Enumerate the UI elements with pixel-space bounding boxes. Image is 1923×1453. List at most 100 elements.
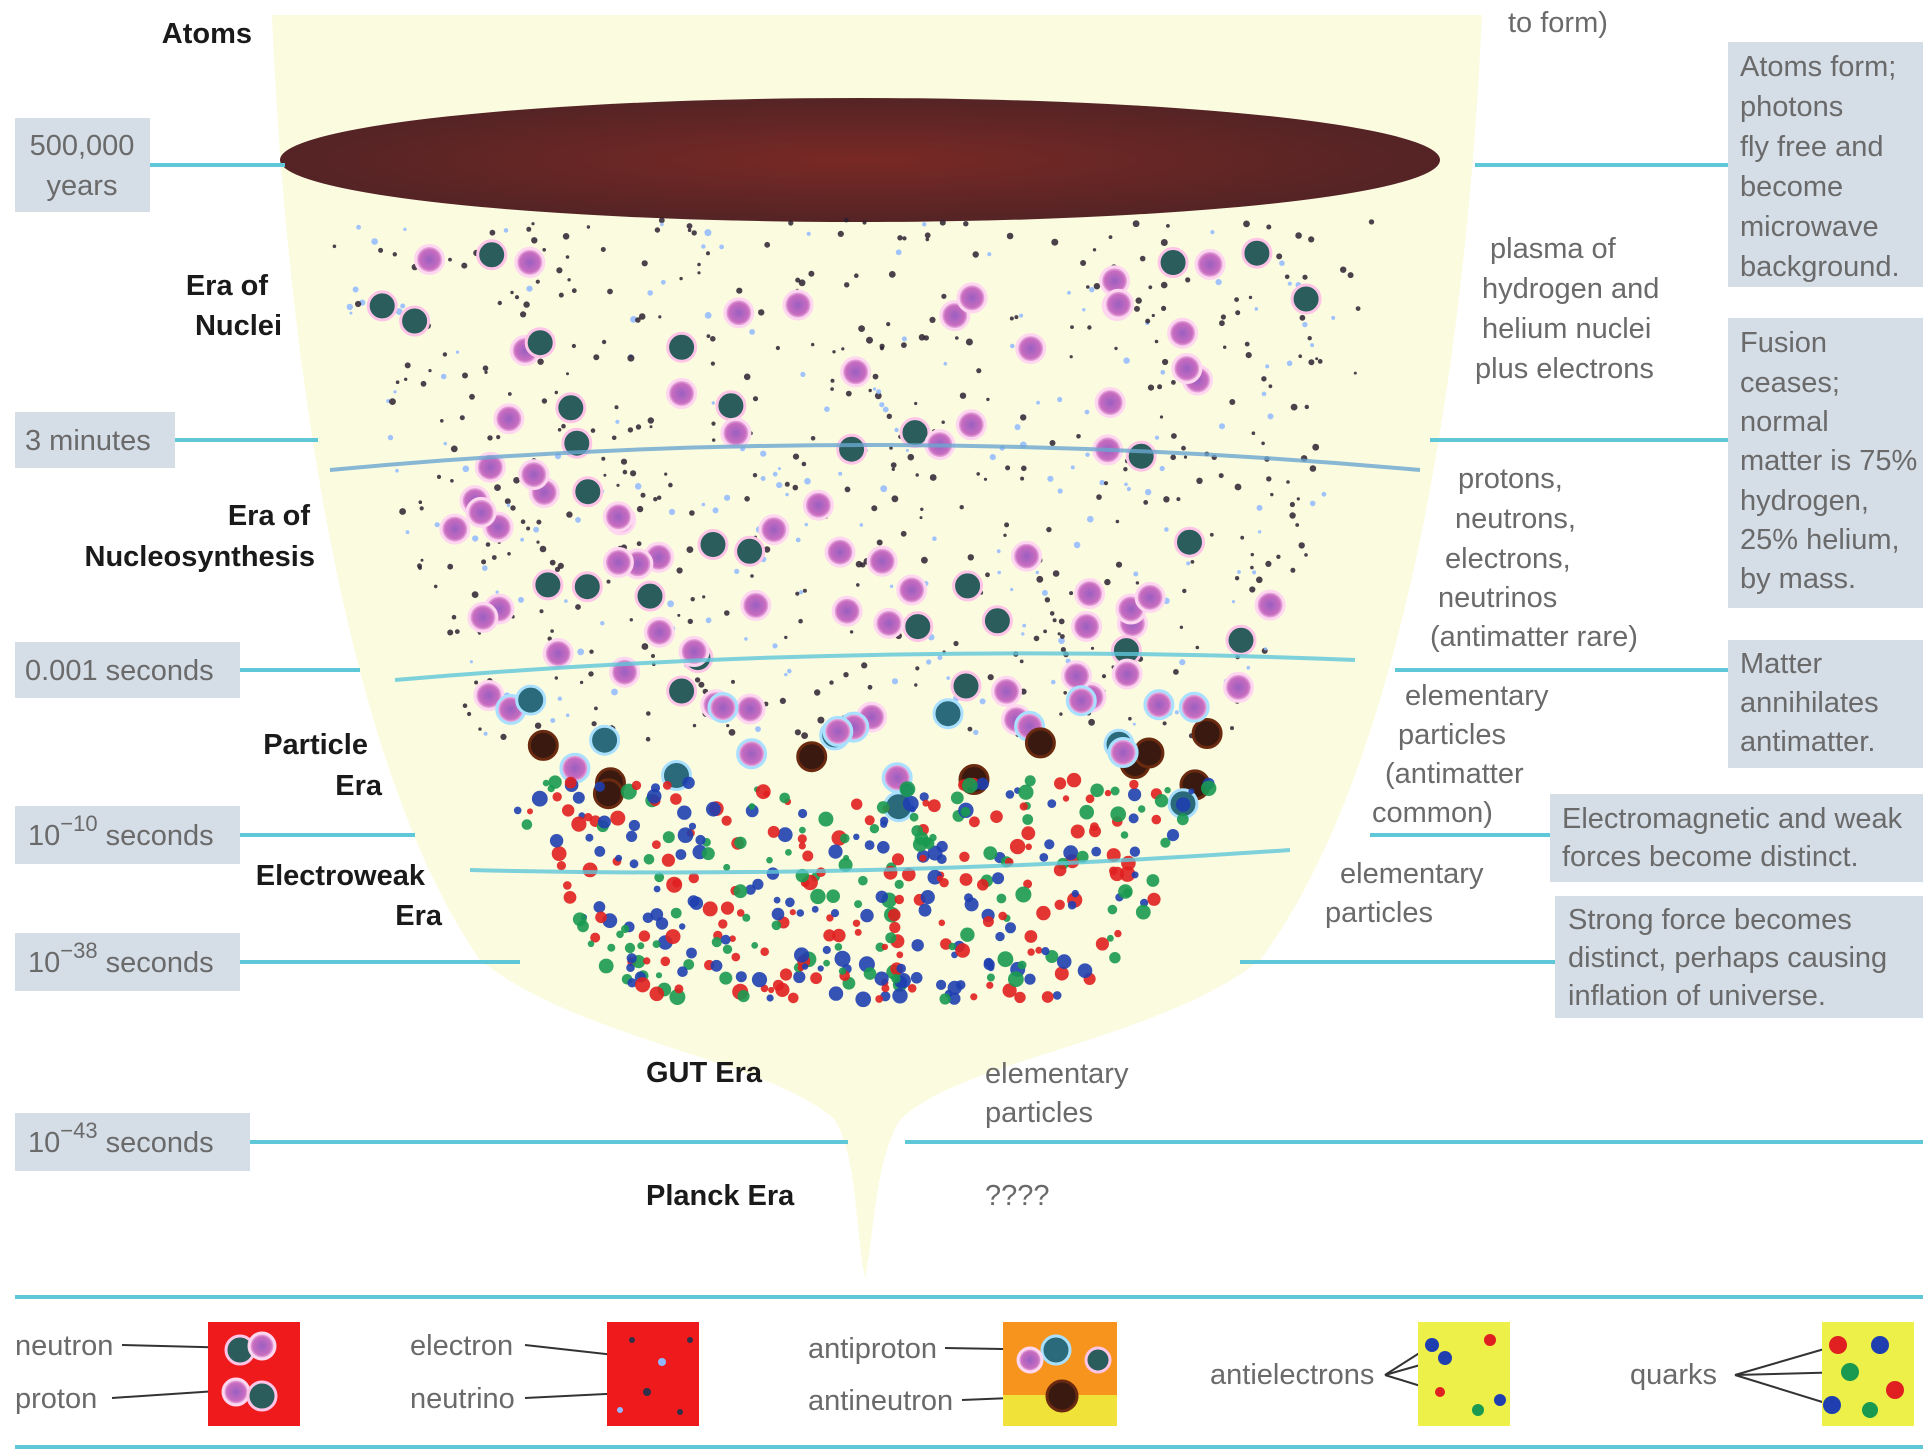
particle	[1145, 319, 1150, 324]
particle	[784, 291, 812, 319]
particle	[486, 542, 491, 547]
particle	[469, 394, 475, 400]
particle	[839, 967, 846, 974]
particle	[706, 802, 721, 817]
particle	[997, 549, 1001, 553]
particle	[891, 462, 897, 468]
particle	[495, 405, 523, 433]
particle	[810, 972, 822, 984]
particle	[567, 278, 570, 281]
particle	[838, 472, 842, 476]
particle	[534, 571, 562, 599]
particle	[712, 401, 715, 404]
particle	[766, 857, 773, 864]
particle	[810, 889, 825, 904]
particle	[831, 909, 839, 917]
particle	[812, 906, 819, 913]
particle	[1086, 285, 1090, 289]
particle	[1133, 723, 1136, 726]
particle	[942, 421, 945, 424]
particle	[1020, 802, 1028, 810]
particle	[1128, 717, 1132, 721]
particle	[752, 879, 763, 890]
particle	[949, 943, 956, 950]
particle	[892, 495, 899, 502]
particle	[452, 615, 457, 620]
particle	[1258, 530, 1261, 533]
particle	[1128, 788, 1141, 801]
particle	[753, 473, 757, 477]
contents-label: particles	[1398, 719, 1506, 751]
particle	[573, 792, 585, 804]
particle	[647, 789, 662, 804]
particle	[722, 816, 732, 826]
particle	[1305, 405, 1309, 409]
particle	[536, 280, 540, 284]
particle	[1069, 591, 1073, 595]
particle	[968, 727, 973, 732]
particle	[750, 574, 754, 578]
particle	[1013, 542, 1041, 570]
particle	[516, 248, 544, 276]
particle	[558, 563, 564, 569]
particle	[556, 267, 562, 273]
particle	[544, 640, 572, 668]
particle	[1308, 236, 1314, 242]
particle	[1051, 239, 1058, 246]
particle	[692, 230, 697, 235]
particle	[1285, 275, 1290, 280]
particle	[393, 252, 397, 256]
particle	[788, 993, 799, 1004]
particle	[818, 965, 824, 971]
particle	[910, 806, 916, 812]
particle	[456, 351, 459, 354]
particle	[734, 837, 746, 849]
particle	[1109, 739, 1137, 767]
particle	[738, 740, 766, 768]
particle	[1129, 813, 1139, 823]
particle	[828, 845, 842, 859]
particle	[663, 781, 672, 790]
particle	[629, 820, 640, 831]
particle	[838, 231, 844, 237]
particle	[706, 251, 710, 255]
particle	[542, 398, 547, 403]
particle	[1219, 473, 1224, 478]
particle	[600, 621, 604, 625]
particle	[630, 618, 633, 621]
particle	[835, 943, 843, 951]
particle	[1163, 496, 1169, 502]
particle	[826, 889, 840, 903]
particle	[1250, 566, 1254, 570]
particle	[1148, 285, 1152, 289]
particle	[760, 947, 769, 956]
particle	[601, 457, 605, 461]
particle	[455, 629, 460, 634]
particle	[520, 461, 548, 489]
particle	[1054, 777, 1066, 789]
particle	[940, 220, 946, 226]
particle	[921, 890, 935, 904]
particle	[904, 613, 932, 641]
particle	[478, 241, 506, 269]
particle	[347, 304, 353, 310]
particle	[798, 809, 807, 818]
particle	[504, 228, 509, 233]
particle	[744, 374, 751, 381]
particle	[1054, 864, 1067, 877]
particle	[505, 498, 511, 504]
particle	[555, 676, 558, 679]
contents-label: helium nuclei	[1482, 313, 1651, 345]
particle	[990, 810, 1003, 823]
particle	[1094, 283, 1100, 289]
particle	[378, 248, 383, 253]
particle	[400, 304, 405, 309]
legend-label: neutrino	[410, 1383, 515, 1415]
particle	[823, 946, 831, 954]
particle	[779, 793, 790, 804]
particle	[803, 589, 807, 593]
particle	[1290, 502, 1295, 507]
time-label: 0.001 seconds	[25, 655, 214, 687]
particle	[1145, 489, 1151, 495]
particle	[831, 379, 835, 383]
